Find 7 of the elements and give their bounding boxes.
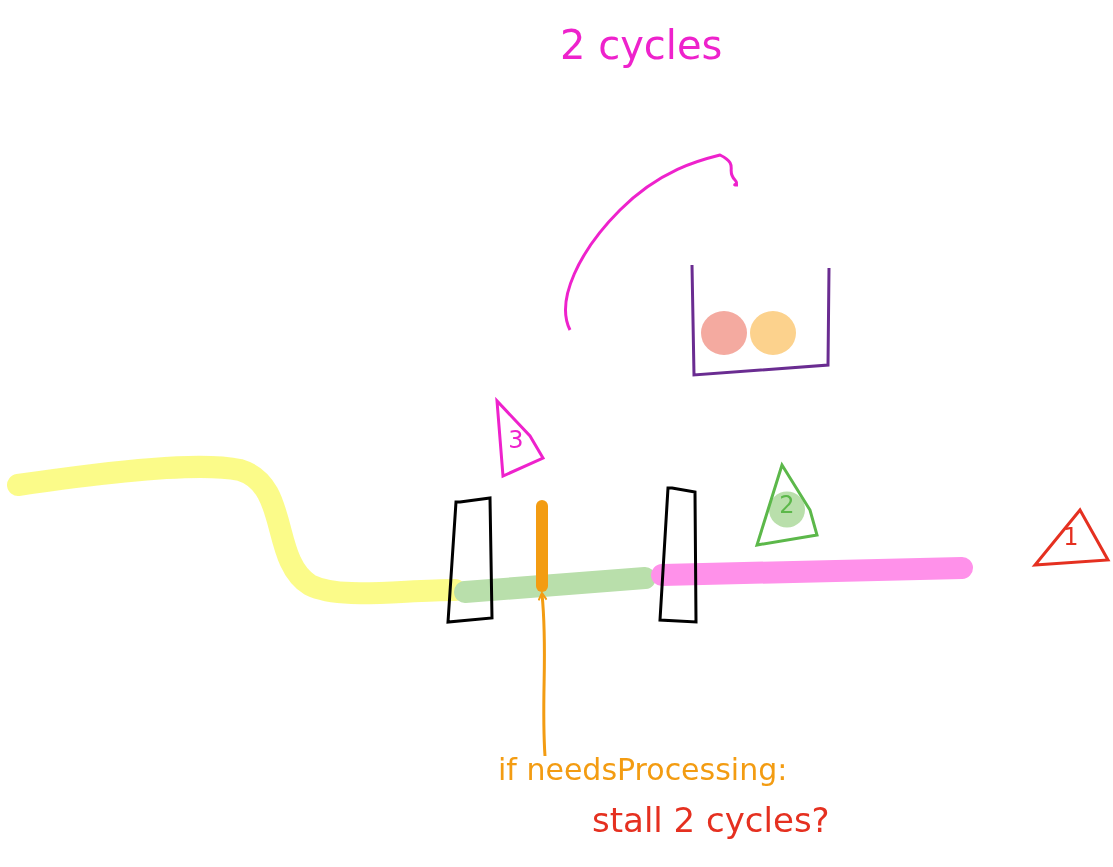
- annotation-text: 2 cycles: [560, 22, 723, 68]
- annotation-text: stall 2 cycles?: [592, 800, 830, 840]
- leader-arrow: [537, 592, 548, 757]
- triangle-callout: 2: [752, 460, 822, 550]
- stall-marker: [536, 500, 548, 592]
- triangle-callout: 1: [1030, 505, 1112, 569]
- note-text: if needsProcessing:: [498, 752, 788, 787]
